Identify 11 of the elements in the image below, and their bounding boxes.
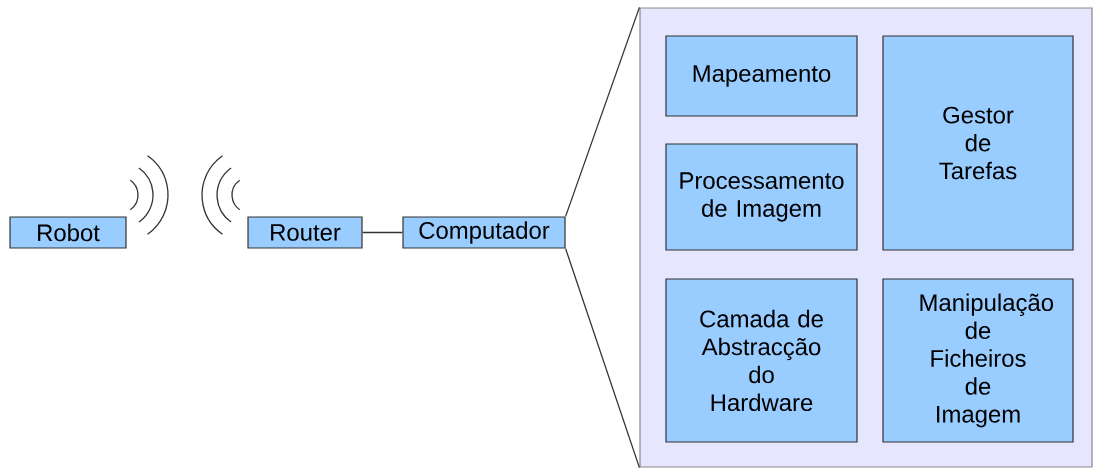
connector-line bbox=[564, 247, 641, 468]
process-box: Gestor de Tarefas bbox=[882, 35, 1074, 251]
process-box: Manipulação de Ficheiros de Imagem bbox=[882, 278, 1074, 443]
process-box: Camada de Abstracção do Hardware bbox=[665, 278, 858, 443]
process-box: Processamento de Imagem bbox=[665, 143, 858, 251]
connector-line bbox=[564, 6, 641, 218]
process-box: Mapeamento bbox=[665, 35, 858, 117]
connector-line bbox=[361, 231, 404, 234]
device-box: Computador bbox=[402, 216, 566, 249]
device-box: Robot bbox=[9, 216, 127, 249]
device-box: Router bbox=[247, 216, 363, 249]
